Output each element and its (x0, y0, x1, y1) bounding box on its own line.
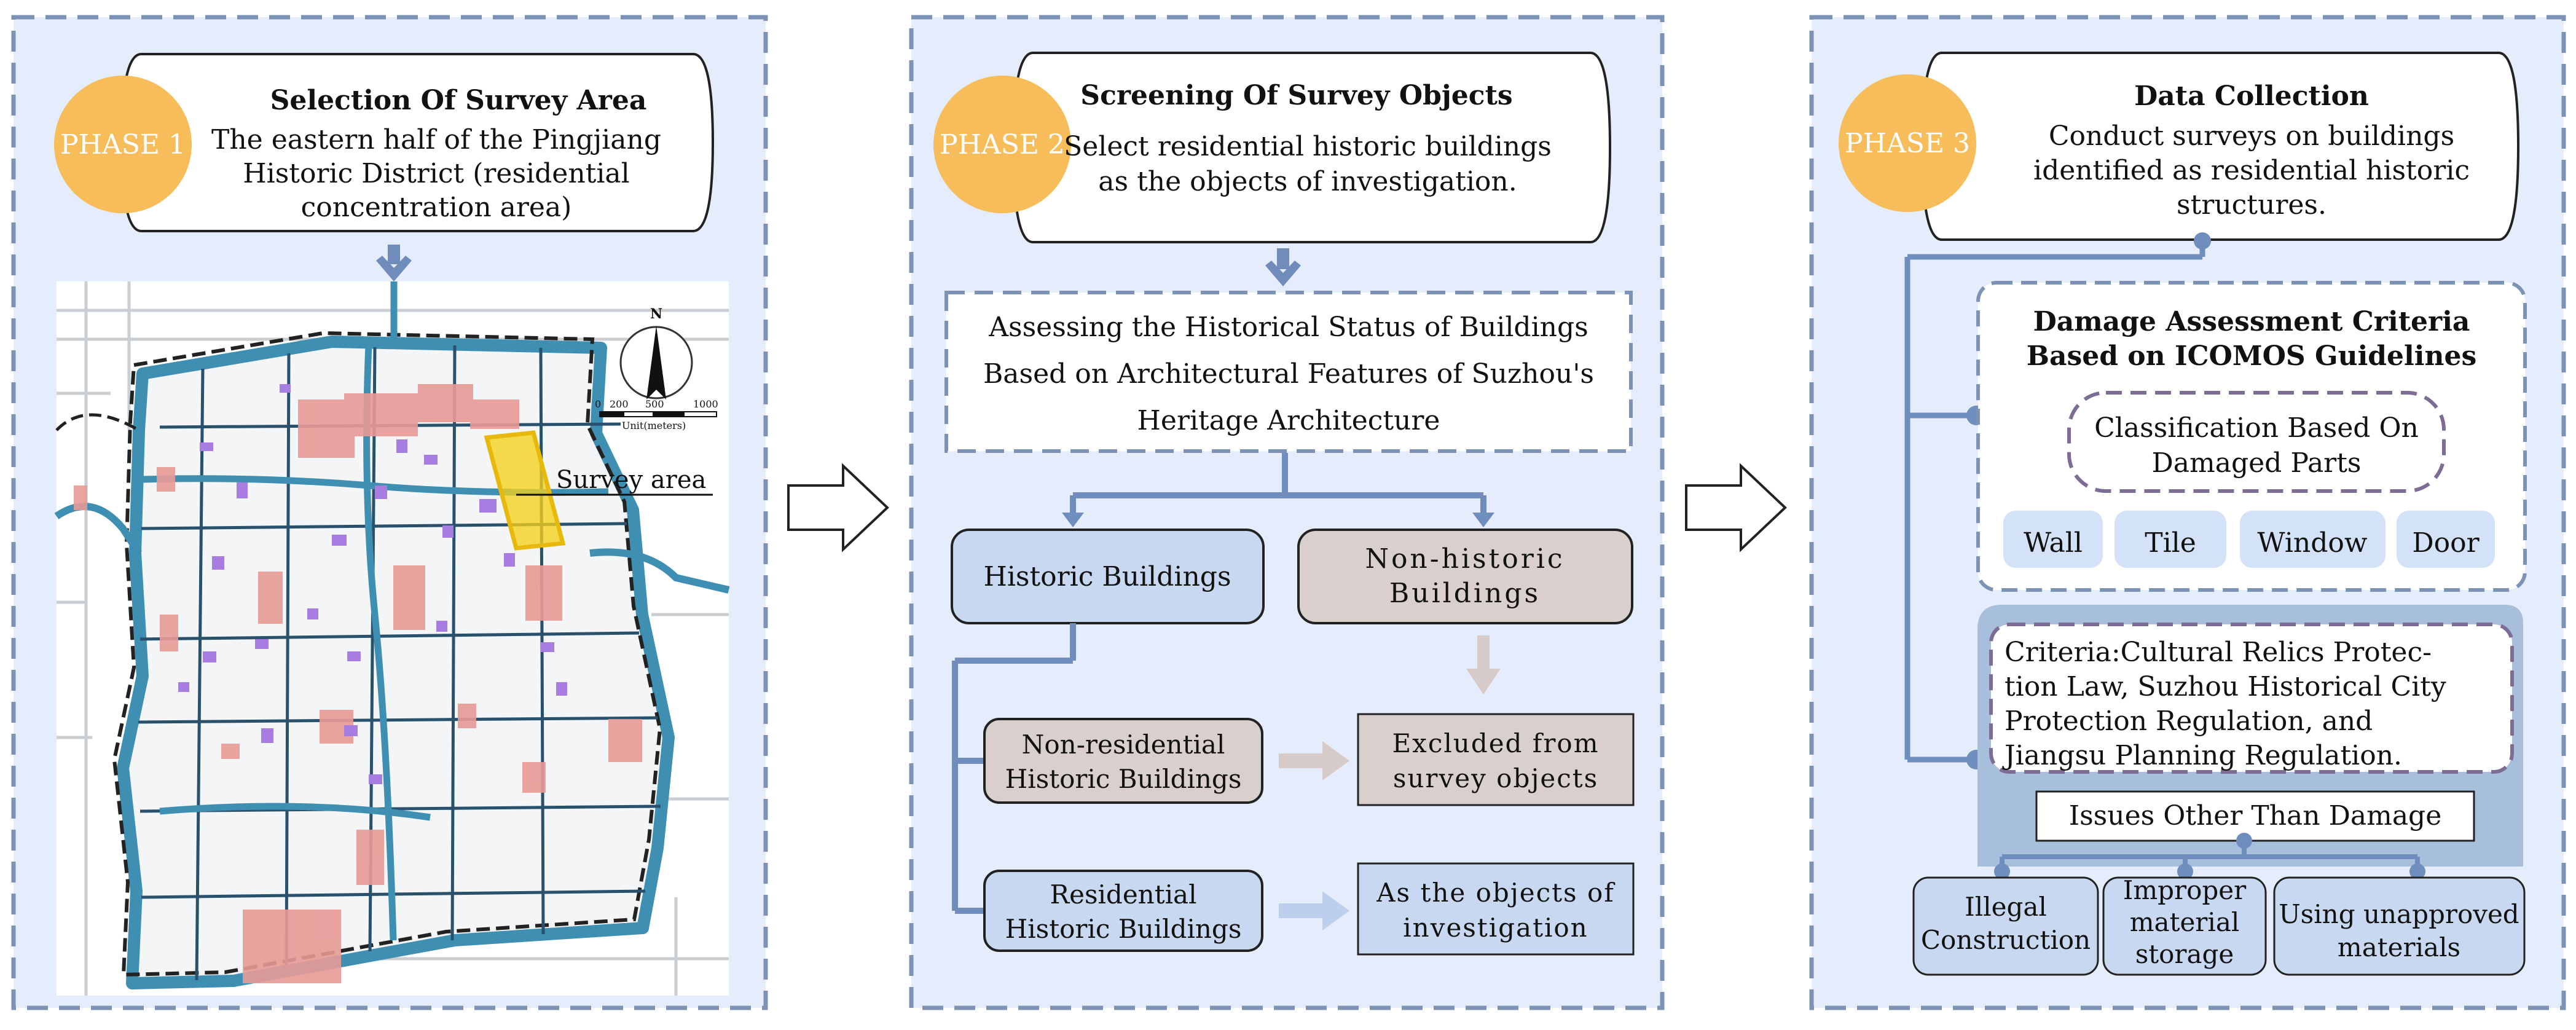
objects-line1: As the objects of (1376, 878, 1616, 908)
issue1-line1: Illegal (1965, 892, 2047, 922)
issue2-line3: storage (2135, 939, 2234, 969)
excluded-line2: survey objects (1393, 763, 1598, 793)
phase3-tree-connector (1904, 241, 2205, 763)
phase2-desc-line1: Select residential historic buildings (1064, 131, 1552, 162)
issues-dot-2 (2177, 863, 2193, 879)
part-door-box (2397, 511, 2495, 568)
phase2-desc-line2: as the objects of investigation. (1098, 166, 1517, 197)
north-label: N (650, 306, 662, 322)
historic-buildings-label: Historic Buildings (983, 561, 1231, 592)
issue-illegal-construction-box (1912, 876, 2099, 976)
nonresidential-line2: Historic Buildings (1005, 764, 1242, 794)
phase3-desc-line2: identified as residential historic (2033, 155, 2470, 186)
phase1-badge (54, 76, 192, 213)
historic-tree-connector (952, 623, 1076, 914)
phase1-desc-line2: Historic District (residential (243, 158, 629, 189)
phase2-badge-label: PHASE 2 (940, 129, 1065, 160)
nonhistoric-line1: Non-historic (1365, 543, 1565, 575)
nonresidential-box (983, 718, 1263, 804)
damage-title-line1: Damage Assessment Criteria (2033, 306, 2470, 337)
criteria-line3: Protection Regulation, and (2005, 706, 2373, 737)
scale-bar: 0 200 500 1000 Unit(meters) (595, 398, 718, 431)
part-tile: Tile (2145, 527, 2196, 559)
classification-line2: Damaged Parts (2152, 447, 2362, 479)
assessment-line2: Based on Architectural Features of Suzho… (983, 358, 1594, 390)
phase3-badge (1839, 74, 1976, 212)
objects-line2: investigation (1403, 913, 1588, 943)
district-map: Survey area N 0 200 500 1000 Unit(meters… (54, 281, 730, 996)
issues-dot-1 (1994, 863, 2010, 879)
phase1-title: Selection Of Survey Area (270, 85, 647, 116)
criteria-line1: Criteria:Cultural Relics Protec- (2005, 637, 2432, 668)
scale-500: 500 (645, 398, 664, 410)
phase3-badge-label: PHASE 3 (1845, 128, 1970, 159)
assessment-box (944, 291, 1633, 453)
phase3-desc-line1: Conduct surveys on buildings (2049, 120, 2454, 152)
survey-area-label: Survey area (556, 466, 706, 494)
criteria-line4: Jiangsu Planning Regulation. (2002, 740, 2402, 771)
part-window-box (2240, 511, 2386, 568)
phase2-title: Screening Of Survey Objects (1080, 80, 1512, 111)
phase1-to-phase2-arrow (787, 463, 889, 552)
classification-line1: Classification Based On (2094, 412, 2419, 444)
arrowhead-nonhistoric (1472, 513, 1494, 527)
residential-line2: Historic Buildings (1005, 914, 1242, 944)
damage-title-line2: Based on ICOMOS Guidelines (2027, 340, 2477, 372)
part-window: Window (2257, 527, 2368, 559)
arrowhead-historic (1062, 513, 1084, 527)
criteria-law-box (1989, 623, 2514, 774)
scale-0: 0 (595, 398, 601, 410)
excluded-box (1357, 713, 1635, 806)
phase1-desc-line1: The eastern half of the Pingjiang (211, 124, 661, 155)
issue3-line2: materials (2338, 932, 2460, 962)
scale-1000: 1000 (693, 398, 718, 410)
phase2-badge (933, 76, 1071, 213)
nonhistoric-line2: Buildings (1389, 578, 1541, 609)
objects-box (1357, 862, 1635, 956)
phase1-down-arrow (376, 245, 412, 281)
assessment-line1: Assessing the Historical Status of Build… (988, 312, 1588, 343)
phase1-desc-line3: concentration area) (301, 192, 572, 223)
nonresidential-line1: Non-residential (1022, 729, 1225, 760)
criteria-line2: tion Law, Suzhou Historical City (2005, 671, 2446, 702)
issue-material-storage-box (2102, 876, 2267, 976)
north-arrow: N (619, 306, 693, 399)
nonhistoric-buildings-box (1297, 529, 1633, 624)
phase3-title: Data Collection (2134, 81, 2369, 112)
issues-box (2035, 790, 2475, 842)
issues-dot-3 (2409, 863, 2425, 879)
issues-dot-top (2236, 833, 2252, 849)
residential-box (983, 870, 1263, 952)
excluded-line1: Excluded from (1392, 728, 1599, 758)
issue2-line1: Improper (2123, 875, 2247, 905)
issue3-line1: Using unapproved (2279, 899, 2519, 929)
classification-box (2067, 391, 2446, 493)
part-tile-box (2115, 511, 2226, 568)
phase1-badge-label: PHASE 1 (60, 129, 186, 160)
part-wall-box (2003, 511, 2103, 568)
nonresidential-to-excluded-arrow (1279, 741, 1349, 780)
issues-title: Issues Other Than Damage (2069, 800, 2442, 831)
part-door: Door (2412, 527, 2480, 559)
phase2-down-arrow (1265, 248, 1301, 286)
part-wall: Wall (2024, 527, 2083, 559)
issue1-line2: Construction (1921, 925, 2091, 955)
phase3-desc-line3: structures. (2177, 189, 2327, 221)
connector-dot-top (2194, 232, 2211, 250)
issue-unapproved-materials-box (2273, 876, 2526, 976)
nonhistoric-down-arrow (1466, 635, 1501, 694)
assessment-line3: Heritage Architecture (1137, 405, 1440, 436)
phase2-to-phase3-arrow (1685, 463, 1787, 552)
phase2-branch-connector (1070, 453, 1486, 515)
residential-to-objects-arrow (1279, 891, 1349, 930)
residential-line1: Residential (1050, 879, 1196, 910)
survey-area (484, 430, 566, 551)
historic-buildings-box (951, 529, 1265, 624)
scale-unit: Unit(meters) (622, 420, 686, 431)
issue2-line2: material (2130, 907, 2240, 937)
scale-200: 200 (610, 398, 629, 410)
